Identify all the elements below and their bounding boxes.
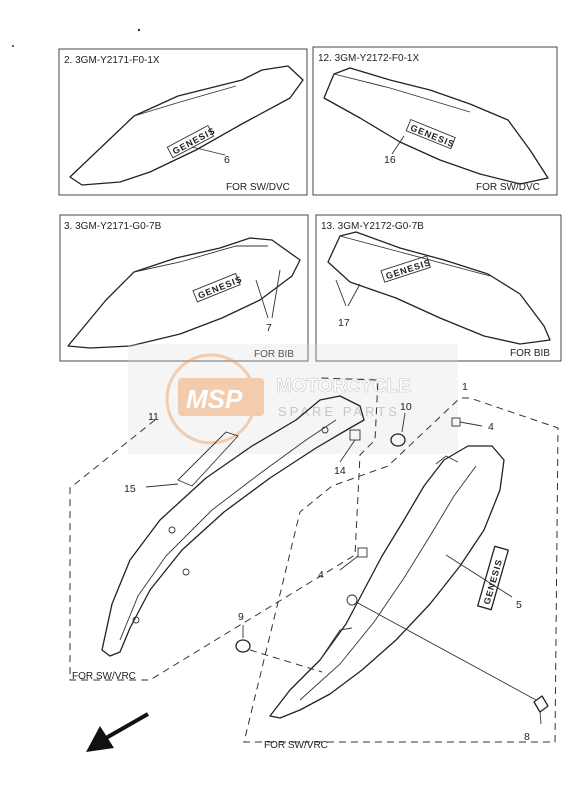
variant-label: FOR SW/DVC [226,182,290,193]
part-code: 12. 3GM-Y2172-F0-1X [318,53,419,64]
callout-4-top: 4 [488,421,494,433]
emblem-label: GENESIS [409,123,456,150]
stray-mark [137,28,141,32]
variant-label: FOR BIB [510,348,550,359]
part-code: 3. 3GM-Y2171-G0-7B [64,221,162,232]
left-group-label: FOR SW/VRC [72,671,136,682]
callout-1: 1 [462,381,468,393]
callout-11: 11 [148,411,159,423]
watermark-logo: MSP [186,384,243,414]
callout-15: 15 [124,483,136,495]
stray-mark [12,45,14,47]
callout-14: 14 [334,465,346,477]
callout-16: 16 [384,154,396,166]
watermark: MSP MOTORCYCLE SPARE PARTS [128,344,458,454]
panel-2-left-cover-sw-dvc: 2. 3GM-Y2171-F0-1X GENESIS 6 FOR SW/DVC [58,48,308,196]
direction-arrow-icon [86,712,149,752]
panel-12-right-cover-sw-dvc: 12. 3GM-Y2172-F0-1X GENESIS 16 FOR SW/DV… [312,46,558,196]
panel-3-left-cover-bib: 3. 3GM-Y2171-G0-7B GENESIS 7 FOR BIB [59,214,309,362]
watermark-line2: SPARE PARTS [278,404,400,419]
variant-label: FOR SW/DVC [476,182,540,193]
callout-9: 9 [238,611,244,623]
part-code: 13. 3GM-Y2172-G0-7B [321,221,424,232]
callout-17: 17 [338,317,350,329]
right-group-label: FOR SW/VRC [264,740,328,751]
callout-4-lower: 4 [318,569,324,581]
callout-10: 10 [400,401,412,413]
callout-5: 5 [516,599,522,611]
part-code: 2. 3GM-Y2171-F0-1X [64,55,160,66]
callout-6: 6 [224,154,230,166]
callout-8: 8 [524,731,530,743]
emblem-label: GENESIS [197,274,244,301]
variant-label: FOR BIB [254,349,294,360]
panel-13-right-cover-bib: 13. 3GM-Y2172-G0-7B GENESIS 17 FOR BIB [315,214,562,362]
callout-7: 7 [266,322,272,334]
watermark-line1: MOTORCYCLE [276,376,411,397]
